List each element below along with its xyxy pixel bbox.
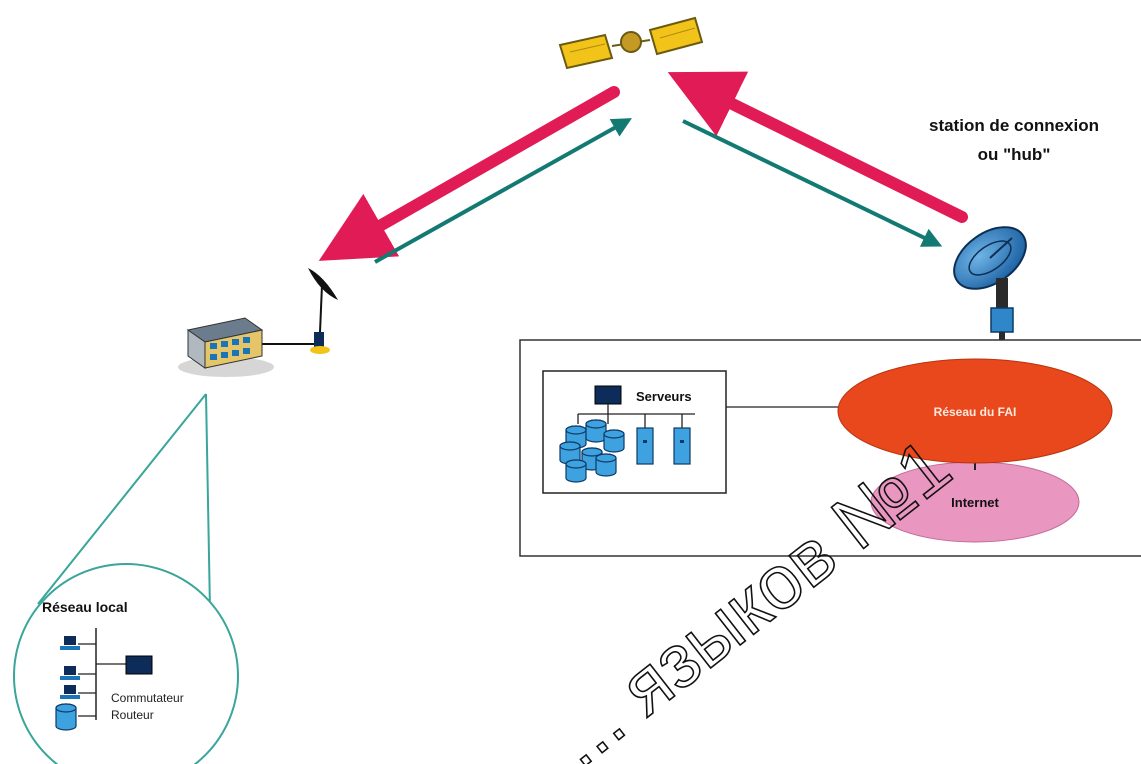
downlink-to-site-arrow [318, 86, 620, 261]
isp-network-label: Réseau du FAI [934, 405, 1017, 419]
zoom-line-right [205, 393, 211, 611]
downlink-to-hub-arrow [682, 119, 943, 247]
servers-label: Serveurs [636, 389, 692, 404]
uplink-from-site-arrow [374, 118, 632, 264]
uplink-arrows [318, 71, 968, 261]
satellite-icon [558, 16, 704, 70]
workstation-icon [60, 666, 80, 680]
workstation-icon [60, 636, 80, 650]
building-icon [178, 317, 274, 377]
uplink-from-hub-arrow [667, 71, 968, 223]
local-device-label-line1: Commutateur [111, 691, 184, 705]
isp-network: Réseau du FAI [837, 358, 1113, 464]
return-arrows [374, 118, 943, 264]
zoom-line-left [37, 393, 207, 605]
database-icon [55, 703, 77, 731]
local-device-label-line2: Routeur [111, 708, 154, 722]
hub-label-line2: ou "hub" [978, 145, 1051, 164]
satellite-dish-icon [308, 268, 338, 354]
internet-label: Internet [951, 495, 999, 510]
satellite-dish-icon [953, 226, 1027, 371]
internet-cloud: Internet [870, 461, 1080, 543]
local-network-title: Réseau local [42, 599, 128, 615]
hub-label-line1: station de connexion [929, 116, 1099, 135]
server-cluster-icon [559, 385, 695, 483]
switch-icon [125, 655, 153, 675]
workstation-icon [60, 685, 80, 699]
